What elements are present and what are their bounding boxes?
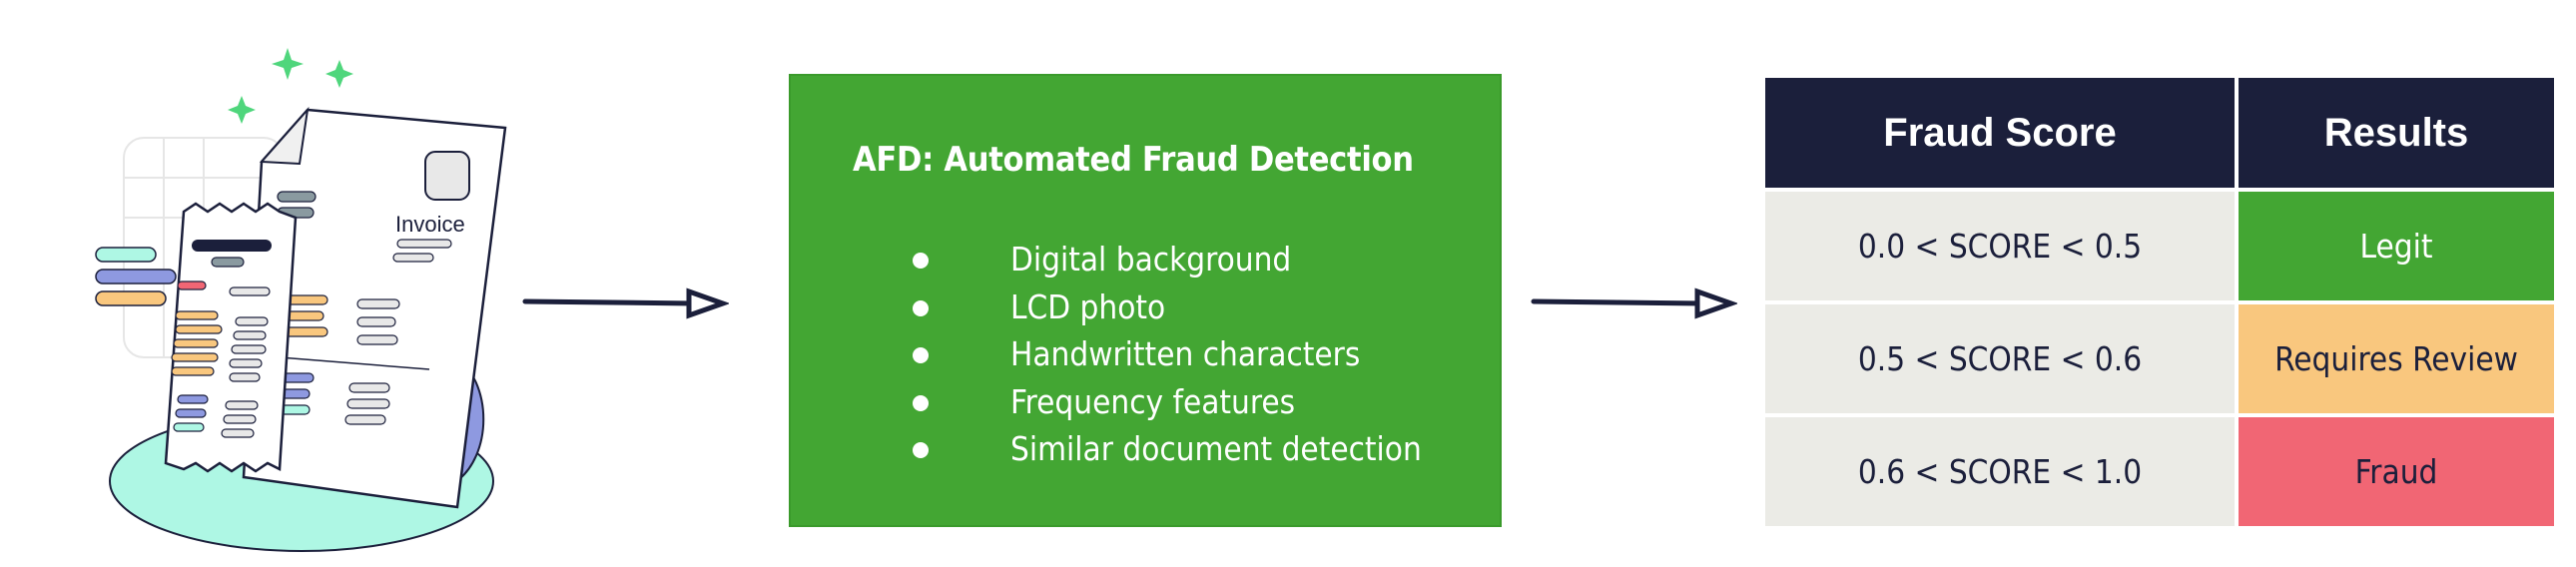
afd-feature-text: LCD photo — [1010, 286, 1166, 326]
invoice-receipt-icon: Invoice — [95, 48, 507, 552]
arrow-right-icon — [522, 287, 729, 319]
table-header-row: Fraud Score Results — [1761, 74, 2558, 192]
fraud-score-header: Fraud Score — [1761, 74, 2239, 192]
result-cell: Requires Review — [2235, 300, 2558, 417]
score-range-cell: 0.0 < SCORE < 0.5 — [1761, 188, 2239, 304]
afd-feature-text: Handwritten characters — [1010, 334, 1361, 373]
score-range-cell: 0.6 < SCORE < 1.0 — [1761, 413, 2239, 530]
bullet-icon — [913, 299, 929, 316]
arrow-right-icon — [1531, 287, 1737, 319]
result-cell: Fraud — [2235, 413, 2558, 530]
afd-feature-text: Frequency features — [1010, 381, 1296, 421]
table-row: 0.6 < SCORE < 1.0 Fraud — [1761, 413, 2558, 530]
table-row: 0.0 < SCORE < 0.5 Legit — [1761, 188, 2558, 304]
afd-title: AFD: Automated Fraud Detection — [853, 140, 1414, 180]
afd-feature-text: Digital background — [1010, 240, 1292, 279]
invoice-label: Invoice — [395, 212, 465, 237]
result-cell: Legit — [2235, 188, 2558, 304]
bullet-icon — [913, 394, 929, 411]
bullet-icon — [913, 442, 929, 458]
bullet-icon — [913, 253, 929, 269]
sparkle-icon — [228, 48, 353, 124]
afd-feature-text: Similar document detection — [1010, 429, 1422, 468]
afd-panel: AFD: Automated Fraud Detection Digital b… — [789, 74, 1502, 527]
table-row: 0.5 < SCORE < 0.6 Requires Review — [1761, 300, 2558, 417]
score-range-cell: 0.5 < SCORE < 0.6 — [1761, 300, 2239, 417]
results-header: Results — [2235, 74, 2558, 192]
bullet-icon — [913, 347, 929, 363]
fraud-score-table: Fraud Score Results 0.0 < SCORE < 0.5 Le… — [1761, 74, 2558, 530]
